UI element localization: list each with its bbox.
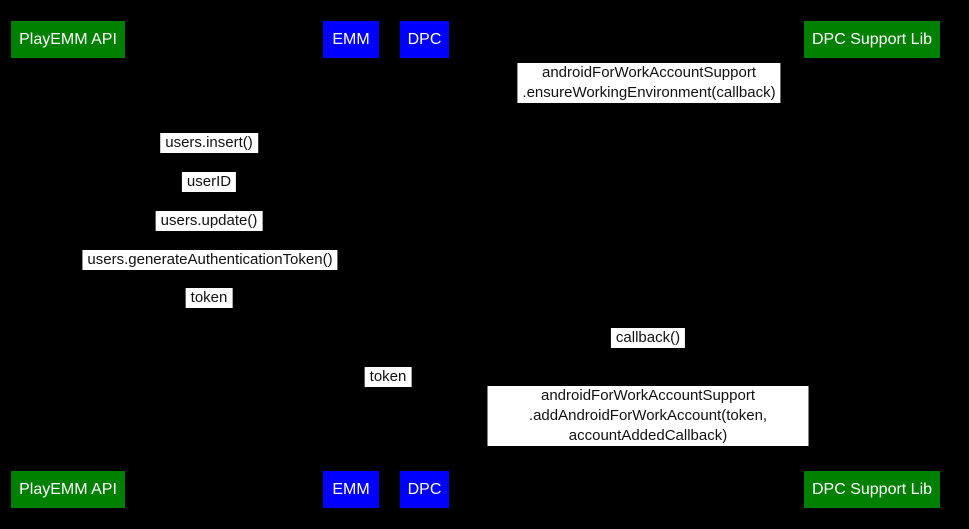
- message-add-android-for-work-account: androidForWorkAccountSupport .addAndroid…: [487, 386, 809, 446]
- message-userid: userID: [181, 172, 237, 192]
- actor-playemm-api-bottom: PlayEMM API: [11, 471, 125, 508]
- message-callback: callback(): [610, 328, 686, 348]
- message-users-insert: users.insert(): [160, 133, 258, 153]
- actor-emm-top: EMM: [323, 21, 379, 58]
- actor-dpc-support-lib-top: DPC Support Lib: [804, 21, 940, 58]
- actor-dpc-top: DPC: [400, 21, 449, 58]
- actor-dpc-bottom: DPC: [400, 471, 449, 508]
- actor-emm-bottom: EMM: [323, 471, 379, 508]
- message-generate-authentication-token: users.generateAuthenticationToken(): [82, 250, 338, 270]
- message-ensure-working-environment: androidForWorkAccountSupport .ensureWork…: [517, 63, 781, 103]
- message-token-emm-dpc: token: [364, 367, 412, 387]
- actor-playemm-api-top: PlayEMM API: [11, 21, 125, 58]
- message-users-update: users.update(): [155, 211, 263, 231]
- actor-dpc-support-lib-bottom: DPC Support Lib: [804, 471, 940, 508]
- message-token-playemm-emm: token: [185, 288, 233, 308]
